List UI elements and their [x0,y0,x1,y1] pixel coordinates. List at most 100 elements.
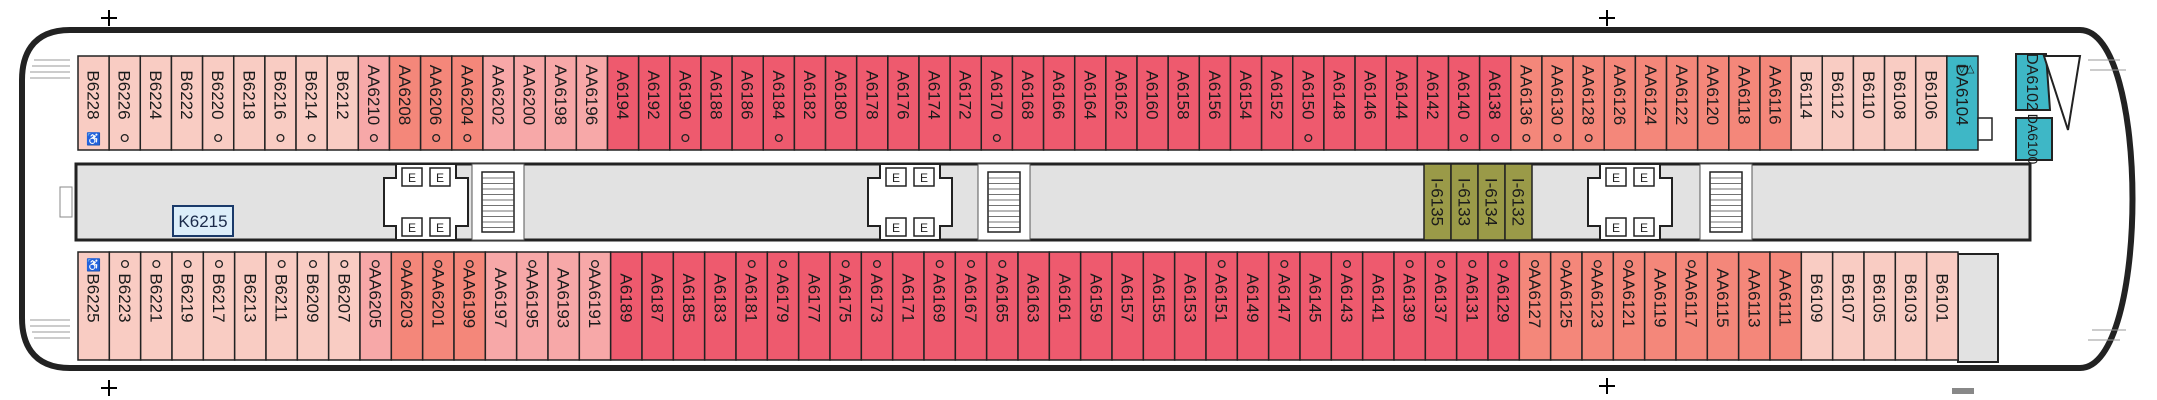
cabin[interactable]: A6148 [1323,55,1356,151]
cabin[interactable]: B6223 [108,251,142,361]
cabin[interactable]: B6207 [327,251,361,361]
cabin[interactable]: B6214 [295,55,328,151]
cabin[interactable]: B6109 [1800,251,1834,361]
cabin[interactable]: B6213 [233,251,267,361]
cabin[interactable]: A6166 [1042,55,1076,151]
cabin[interactable]: B6224 [139,55,173,151]
cabin[interactable]: A6167 [954,251,988,361]
cabin[interactable]: B6105 [1863,251,1897,361]
cabin[interactable]: A6186 [731,55,764,151]
cabin[interactable]: AA6126 [1603,55,1637,151]
bow-suite-da6100[interactable]: DA6100 [2015,114,2053,165]
cabin[interactable]: AA6118 [1728,55,1761,151]
cabin[interactable]: AA6199 [453,251,487,361]
cabin[interactable]: A6189 [609,251,643,361]
cabin[interactable]: A6149 [1236,251,1270,361]
cabin[interactable]: A6194 [606,55,640,151]
cabin[interactable]: A6177 [797,251,831,361]
cabin[interactable]: B6110 [1852,55,1886,151]
cabin[interactable]: A6129 [1487,251,1521,361]
cabin[interactable]: B6228♿ [77,55,110,151]
cabin[interactable]: B6112 [1821,55,1855,151]
cabin[interactable]: A6180 [824,55,858,151]
cabin[interactable]: AA6204 [451,55,484,151]
cabin[interactable]: AA6125 [1549,251,1583,361]
cabin[interactable]: A6159 [1079,251,1113,361]
cabin[interactable]: AA6111 [1769,251,1803,361]
cabin[interactable]: A6153 [1173,251,1207,361]
cabin[interactable]: A6145 [1299,251,1333,361]
cabin[interactable]: A6184 [762,55,796,151]
cabin[interactable]: AA6196 [575,55,609,151]
cabin[interactable]: B6114 [1790,55,1824,151]
cabin[interactable]: A6141 [1361,251,1395,361]
cabin[interactable]: A6185 [672,251,706,361]
cabin[interactable]: AA6122 [1665,55,1699,151]
cabin[interactable]: AA6127 [1518,251,1552,361]
cabin[interactable]: B6212 [326,55,360,151]
cabin[interactable]: A6176 [887,55,920,151]
cabin[interactable]: AA6200 [513,55,546,151]
cabin[interactable]: AA6208 [388,55,422,151]
cabin[interactable]: A6175 [829,251,863,361]
cabin[interactable]: A6143 [1330,251,1364,361]
cabin[interactable]: AA6198 [544,55,578,151]
interior-cabin[interactable]: I-6134 [1477,163,1506,241]
cabin[interactable]: A6144 [1385,55,1419,151]
cabin[interactable]: AA6115 [1706,251,1740,361]
cabin[interactable]: A6139 [1393,251,1427,361]
cabin[interactable]: AA6124 [1634,55,1668,151]
cabin[interactable]: AA6191 [578,251,612,361]
cabin[interactable]: DA6104 [1946,55,1979,151]
cabin[interactable]: A6169 [923,251,957,361]
cabin[interactable]: AA6121 [1612,251,1646,361]
cabin[interactable]: AA6205 [359,251,393,361]
cabin[interactable]: B6225♿ [77,251,111,361]
cabin[interactable]: AA6206 [419,55,453,151]
cabin[interactable]: A6181 [735,251,769,361]
bow-suite-da6102[interactable]: DA6102 [2015,53,2052,111]
cabin[interactable]: A6154 [1229,55,1263,151]
cabin[interactable]: B6209 [296,251,330,361]
cabin[interactable]: A6142 [1416,55,1450,151]
cabin[interactable]: A6155 [1142,251,1176,361]
cabin[interactable]: AA6123 [1581,251,1615,361]
cabin[interactable]: A6138 [1478,55,1512,151]
cabin[interactable]: A6131 [1455,251,1489,361]
cabin[interactable]: A6163 [1017,251,1051,361]
cabin[interactable]: A6190 [669,55,702,151]
cabin[interactable]: A6146 [1354,55,1387,151]
interior-cabin[interactable]: I-6135 [1423,163,1452,241]
cabin[interactable]: A6150 [1292,55,1325,151]
cabin[interactable]: B6221 [139,251,173,361]
cabin[interactable]: B6108 [1883,55,1917,151]
cabin[interactable]: B6226 [108,55,142,151]
cabin[interactable]: B6217 [202,251,236,361]
cabin[interactable]: B6211 [265,251,299,361]
cabin[interactable]: A6147 [1267,251,1301,361]
cabin[interactable]: A6160 [1136,55,1169,151]
cabin[interactable]: AA6201 [421,251,455,361]
cabin[interactable]: A6178 [855,55,889,151]
cabin[interactable]: B6107 [1831,251,1865,361]
cabin[interactable]: A6158 [1167,55,1201,151]
cabin[interactable]: AA6136 [1510,55,1543,151]
cabin[interactable]: A6137 [1424,251,1458,361]
cabin[interactable]: A6140 [1447,55,1481,151]
cabin[interactable]: A6162 [1105,55,1138,151]
cabin[interactable]: A6170 [980,55,1014,151]
cabin[interactable]: A6187 [641,251,675,361]
cabin[interactable]: AA6197 [484,251,518,361]
cabin[interactable]: AA6116 [1759,55,1792,151]
cabin[interactable]: B6106 [1914,55,1948,151]
cabin[interactable]: A6164 [1073,55,1107,151]
cabin[interactable]: A6165 [985,251,1019,361]
cabin[interactable]: A6173 [860,251,894,361]
cabin[interactable]: A6152 [1260,55,1294,151]
cabin[interactable]: B6216 [264,55,297,151]
interior-cabin[interactable]: I-6133 [1450,163,1479,241]
cabin[interactable]: A6172 [949,55,983,151]
cabin[interactable]: AA6120 [1696,55,1730,151]
interior-cabin[interactable]: I-6132 [1504,163,1533,241]
cabin[interactable]: A6179 [766,251,800,361]
